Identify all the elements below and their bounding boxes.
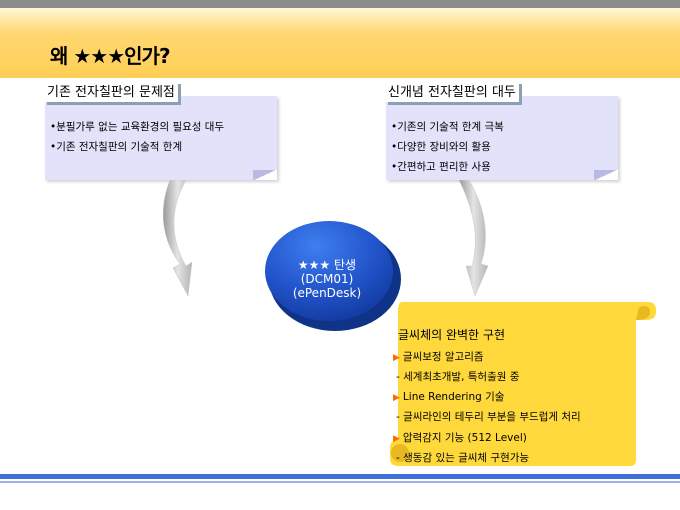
left-note-box [45, 96, 277, 180]
orange-triangle-icon: ▶ [393, 393, 400, 403]
right-curved-arrow-icon [458, 180, 489, 297]
right-note-box [386, 96, 618, 180]
scroll-subitem-1: - 세계최초개발, 특허출원 중 [396, 371, 520, 383]
scroll-subitem-2: - 글씨라인의 테두리 부분을 부드럽게 처리 [396, 411, 581, 423]
header-band [0, 8, 680, 78]
left-section-heading: 기존 전자칠판의 문제점 [44, 81, 178, 102]
scroll-title: 글씨체의 완벽한 구현 [398, 328, 505, 342]
left-bullet-1: •분필가루 없는 교육환경의 필요성 대두 [50, 121, 225, 133]
footer-light-bar [0, 481, 680, 483]
right-bullet-3: •간편하고 편리한 사용 [391, 161, 491, 173]
center-line-3: (ePenDesk) [292, 286, 362, 300]
right-section-heading: 신개념 전자칠판의 대두 [385, 81, 519, 102]
orange-triangle-icon: ▶ [393, 353, 400, 363]
footer-blue-bar [0, 474, 680, 479]
scroll-subitem-3: - 생동감 있는 글씨체 구현가능 [396, 452, 530, 464]
right-bullet-2: •다양한 장비와의 활용 [391, 141, 491, 153]
center-line-2: (DCM01) [300, 272, 354, 286]
scroll-item-1: ▶글씨보정 알고리즘 [393, 349, 484, 364]
page-title: 왜 ★★★인가? [50, 44, 171, 68]
orange-triangle-icon: ▶ [393, 434, 400, 444]
left-curved-arrow-icon [162, 180, 193, 297]
scroll-item-1-text: 글씨보정 알고리즘 [402, 351, 484, 363]
center-disc-label: ★★★ 탄생 (DCM01) (ePenDesk) [262, 258, 392, 300]
center-line-1: ★★★ 탄생 [297, 258, 357, 272]
scroll-item-2-text: Line Rendering 기술 [402, 391, 505, 403]
center-product-disc [265, 221, 401, 331]
left-bullet-2: •기존 전자칠판의 기술적 한계 [50, 141, 183, 153]
top-gray-bar [0, 0, 680, 8]
yellow-scroll-banner [390, 302, 656, 466]
scroll-item-3-text: 압력감지 기능 (512 Level) [402, 432, 527, 444]
scroll-item-2: ▶Line Rendering 기술 [393, 389, 504, 404]
scroll-item-3: ▶압력감지 기능 (512 Level) [393, 430, 527, 445]
right-bullet-1: •기존의 기술적 한계 극복 [391, 121, 504, 133]
